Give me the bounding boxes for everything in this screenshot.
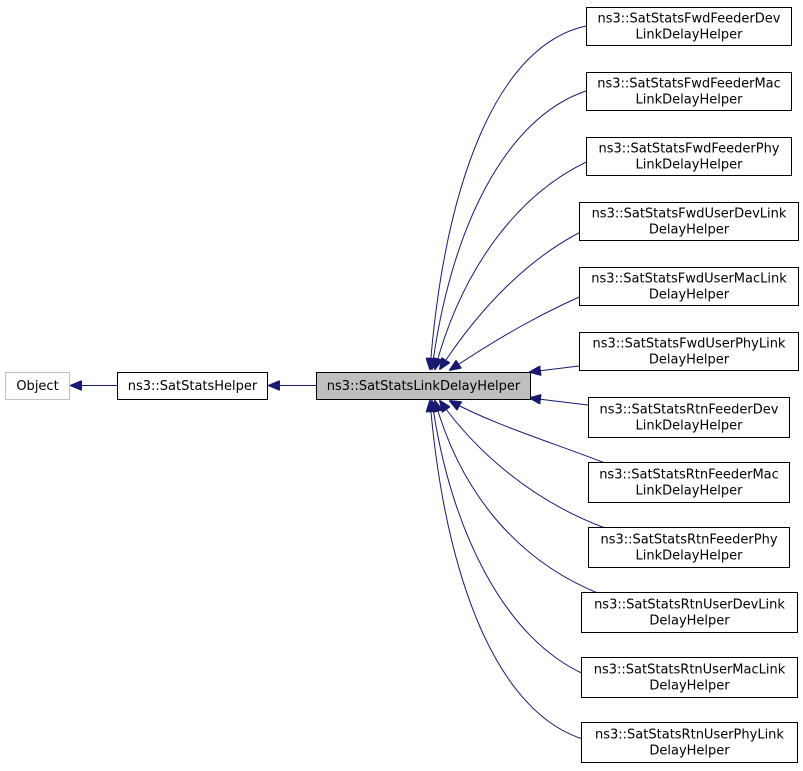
inheritance-arrow-rtn-feeder-mac-to-sat-stats-link-delay-helper [450,401,606,464]
class-box [579,202,799,241]
class-name-line: LinkDelayHelper [636,93,744,108]
class-name-line: ns3::SatStatsFwdFeederPhy [598,142,779,157]
inheritance-arrow-rtn-user-mac-to-sat-stats-link-delay-helper [432,401,587,676]
class-name-line: ns3::SatStatsRtnFeederMac [599,468,779,483]
class-name-line: ns3::SatStatsFwdFeederDev [598,12,781,27]
class-name-line: LinkDelayHelper [636,419,744,434]
class-name-line: Object [16,379,58,394]
class-name-line: ns3::SatStatsFwdFeederMac [597,77,781,92]
class-box [581,722,798,763]
class-name-line: DelayHelper [649,353,730,368]
inheritance-arrow-fwd-feeder-dev-to-sat-stats-link-delay-helper [430,25,587,369]
class-box [581,592,798,633]
inheritance-arrow-rtn-user-dev-to-sat-stats-link-delay-helper [435,401,601,595]
class-node-sat-stats-link-delay-helper: ns3::SatStatsLinkDelayHelper [316,372,531,400]
inheritance-arrow-fwd-user-phy-to-sat-stats-link-delay-helper [530,365,580,372]
class-name-line: DelayHelper [649,288,730,303]
class-box [117,372,268,400]
class-name-line: DelayHelper [649,744,730,759]
class-node-sat-stats-helper[interactable]: ns3::SatStatsHelper [117,372,268,400]
class-box [581,657,798,698]
inheritance-arrow-rtn-feeder-dev-to-sat-stats-link-delay-helper [530,398,589,406]
inheritance-arrow-fwd-feeder-mac-to-sat-stats-link-delay-helper [432,90,587,369]
class-box [586,7,792,46]
class-name-line: ns3::SatStatsLinkDelayHelper [327,379,521,394]
class-name-line: ns3::SatStatsFwdUserDevLink [592,207,787,222]
class-name-line: ns3::SatStatsRtnFeederDev [600,403,779,418]
class-name-line: LinkDelayHelper [636,28,744,43]
class-name-line: DelayHelper [649,679,730,694]
class-name-line: LinkDelayHelper [636,158,744,173]
nodes-layer: Object ns3::SatStatsHelper ns3::SatStatsLi… [5,7,799,763]
inheritance-arrow-rtn-user-phy-to-sat-stats-link-delay-helper [430,401,587,741]
class-name-line: ns3::SatStatsFwdUserMacLink [591,272,787,287]
class-box [579,267,799,306]
class-name-line: ns3::SatStatsRtnUserDevLink [594,598,785,613]
class-box [579,332,799,371]
class-name-line: LinkDelayHelper [636,549,744,564]
class-box [316,372,531,400]
class-name-line: ns3::SatStatsRtnUserPhyLink [595,728,784,743]
class-box [588,527,790,568]
inheritance-arrow-fwd-feeder-phy-to-sat-stats-link-delay-helper [435,155,601,369]
class-name-line: LinkDelayHelper [636,484,744,499]
class-name-line: ns3::SatStatsRtnUserMacLink [594,663,786,678]
class-node-object[interactable]: Object [5,372,70,400]
class-box [586,72,792,111]
class-name-line: ns3::SatStatsRtnFeederPhy [600,533,777,548]
edges-layer [71,25,606,741]
class-name-line: DelayHelper [649,614,730,629]
class-box [586,137,792,176]
inheritance-arrow-fwd-user-dev-to-sat-stats-link-delay-helper [440,220,606,369]
class-name-line: ns3::SatStatsFwdUserPhyLink [593,337,786,352]
class-name-line: ns3::SatStatsHelper [128,379,258,394]
class-name-line: DelayHelper [649,223,730,238]
inheritance-arrow-rtn-feeder-phy-to-sat-stats-link-delay-helper [440,401,606,529]
class-box [588,462,790,503]
class-box [5,372,70,400]
class-box [588,397,790,438]
